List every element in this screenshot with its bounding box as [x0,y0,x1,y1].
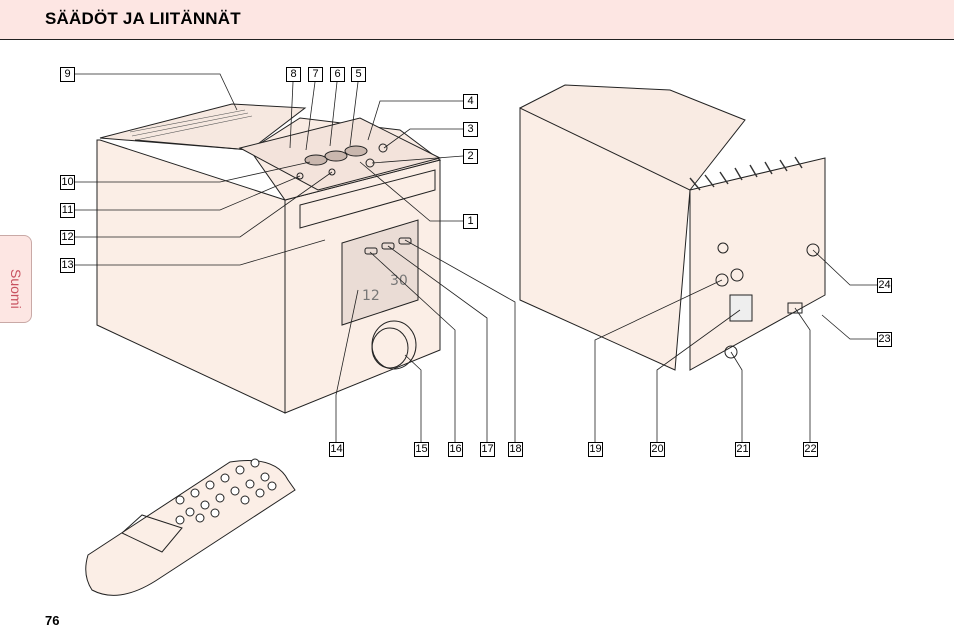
svg-text:30: 30 [390,273,408,289]
callout-15: 15 [414,442,429,457]
remote-control-illustration [85,458,296,596]
callout-12: 12 [60,230,75,245]
callout-16: 16 [448,442,463,457]
svg-text:12: 12 [362,288,380,304]
callout-1: 1 [463,214,478,229]
callout-24: 24 [877,278,892,293]
page-title: SÄÄDÖT JA LIITÄNNÄT [45,9,241,28]
callout-22: 22 [803,442,818,457]
callout-3: 3 [463,122,478,137]
rear-unit-illustration [519,84,826,371]
page-number: 76 [45,613,60,628]
callout-20: 20 [650,442,665,457]
callout-17: 17 [480,442,495,457]
front-unit-illustration: 12 30 [96,103,442,414]
callout-11: 11 [60,203,75,218]
callout-9: 9 [60,67,75,82]
callout-10: 10 [60,175,75,190]
callout-23: 23 [877,332,892,347]
page-header: SÄÄDÖT JA LIITÄNNÄT [0,0,954,40]
callout-6: 6 [330,67,345,82]
language-tab[interactable]: Suomi [0,235,32,323]
callout-4: 4 [463,94,478,109]
callout-5: 5 [351,67,366,82]
callout-8: 8 [286,67,301,82]
callout-7: 7 [308,67,323,82]
leader-lines [75,73,877,442]
callout-2: 2 [463,149,478,164]
callout-13: 13 [60,258,75,273]
callout-18: 18 [508,442,523,457]
callout-21: 21 [735,442,750,457]
callout-19: 19 [588,442,603,457]
callout-14: 14 [329,442,344,457]
